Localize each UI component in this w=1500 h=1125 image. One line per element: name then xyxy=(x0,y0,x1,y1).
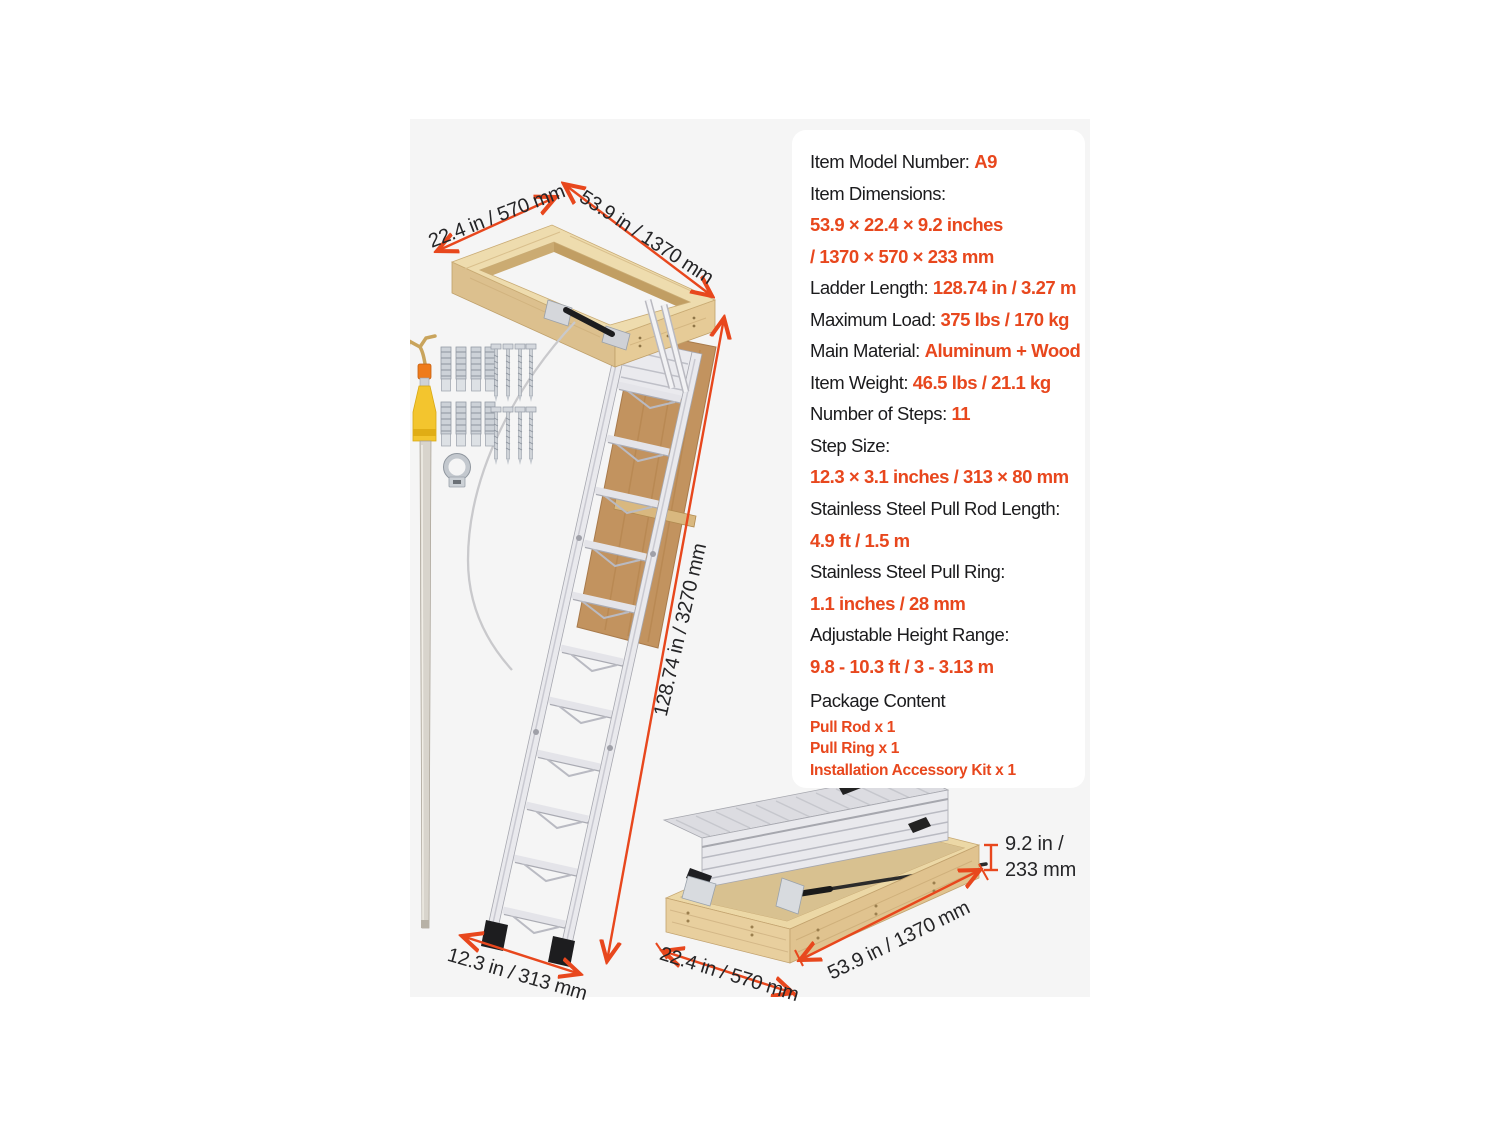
spec-label: Package Content xyxy=(810,690,946,712)
spec-value: 128.74 in / 3.27 m xyxy=(932,277,1077,299)
spec-label: Number of Steps: xyxy=(810,403,952,425)
spec-label: Item Weight: xyxy=(810,371,913,393)
spec-row-pull-ring: Stainless Steel Pull Ring: xyxy=(810,556,1085,588)
spec-value: 53.9 × 22.4 × 9.2 inches xyxy=(810,214,1003,236)
spec-label: Ladder Length: xyxy=(810,277,933,299)
anchor-bolts-graphic xyxy=(440,346,496,447)
spec-label: Main Material: xyxy=(810,340,925,362)
spec-row-step-size-value: 12.3 × 3.1 inches / 313 × 80 mm xyxy=(810,461,1085,493)
spec-value: 4.9 ft / 1.5 m xyxy=(810,529,910,551)
spec-row-pull-rod-value: 4.9 ft / 1.5 m xyxy=(810,525,1085,557)
spec-label: Maximum Load: xyxy=(810,308,941,330)
spec-row-step-size: Step Size: xyxy=(810,430,1085,462)
screws-graphic xyxy=(490,343,537,465)
spec-value: Aluminum + Wood xyxy=(924,340,1081,362)
spec-row-weight: Item Weight: 46.5 lbs / 21.1 kg xyxy=(810,367,1085,399)
spec-row-pull-rod: Stainless Steel Pull Rod Length: xyxy=(810,493,1085,525)
spec-row-max-load: Maximum Load: 375 lbs / 170 kg xyxy=(810,304,1085,336)
spec-row-dimensions-in: 53.9 × 22.4 × 9.2 inches xyxy=(810,209,1085,241)
dimension-lines-graphic xyxy=(437,184,998,997)
package-item-accessory-kit: Installation Accessory Kit x 1 xyxy=(810,761,1016,779)
spec-value: A9 xyxy=(974,151,997,172)
spec-row-material: Main Material: Aluminum + Wood xyxy=(810,335,1085,367)
spec-label: Item Model Number: xyxy=(810,151,975,172)
spec-value: / 1370 × 570 × 233 mm xyxy=(810,245,994,267)
spec-label: Stainless Steel Pull Rod Length: xyxy=(810,498,1060,520)
dim-label-box-height: 9.2 in / 233 mm xyxy=(1005,831,1076,883)
pull-ring-graphic xyxy=(443,453,471,488)
spec-row-steps: Number of Steps: 11 xyxy=(810,398,1085,430)
spec-row-model: Item Model Number: A9 xyxy=(810,146,1085,178)
spec-panel: Item Model Number: A9 Item Dimensions: 5… xyxy=(792,130,1085,788)
spec-value: 11 xyxy=(951,403,971,425)
spec-value: 46.5 lbs / 21.1 kg xyxy=(912,371,1051,393)
dim-label-box-height-line2: 233 mm xyxy=(1005,859,1077,881)
pull-rod-graphic xyxy=(410,334,437,929)
spec-label: Item Dimensions: xyxy=(810,182,946,204)
spec-row-pull-ring-value: 1.1 inches / 28 mm xyxy=(810,588,1085,620)
dim-label-box-height-line1: 9.2 in / xyxy=(1005,833,1064,855)
spec-label: Stainless Steel Pull Ring: xyxy=(810,561,1005,583)
spec-value: 375 lbs / 170 kg xyxy=(940,308,1070,330)
attic-ladder-diagram xyxy=(410,119,998,997)
spec-row-ladder-length: Ladder Length: 128.74 in / 3.27 m xyxy=(810,272,1085,304)
spec-row-height-range-value: 9.8 - 10.3 ft / 3 - 3.13 m xyxy=(810,651,1085,683)
package-item-pull-rod: Pull Rod x 1 xyxy=(810,718,896,736)
spec-label: Adjustable Height Range: xyxy=(810,624,1010,646)
spec-value: 1.1 inches / 28 mm xyxy=(810,592,966,614)
spec-row-dimensions: Item Dimensions: xyxy=(810,178,1085,210)
spec-label: Step Size: xyxy=(810,434,890,456)
spec-row-height-range: Adjustable Height Range: xyxy=(810,619,1085,651)
spec-row-package-content: Package Content xyxy=(810,685,1085,717)
package-item-pull-ring: Pull Ring x 1 xyxy=(810,740,900,758)
spec-row-dimensions-mm: / 1370 × 570 × 233 mm xyxy=(810,241,1085,273)
spec-value: 9.8 - 10.3 ft / 3 - 3.13 m xyxy=(810,655,994,677)
spec-value: 12.3 × 3.1 inches / 313 × 80 mm xyxy=(810,466,1069,488)
